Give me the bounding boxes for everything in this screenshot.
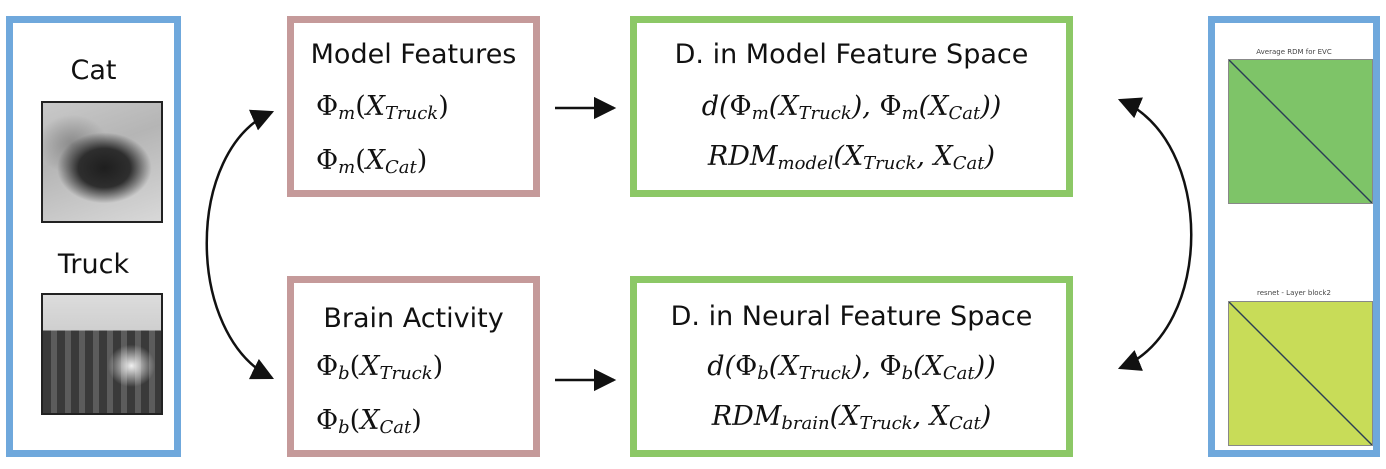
rdm-bottom-diagonal [1228, 301, 1373, 446]
model-features-box: Model Features Φm(XTruck) Φm(XCat) [287, 16, 540, 197]
brain-activity-title: Brain Activity [323, 303, 504, 334]
neural-space-title: D. in Neural Feature Space [670, 301, 1033, 332]
neural-distance-expr: d(Φb(XTruck), Φb(XCat)) [707, 351, 996, 384]
model-space-title: D. in Model Feature Space [674, 39, 1029, 70]
brain-feature-cat: Φb(XCat) [316, 405, 422, 438]
rdm-top-diagonal [1228, 59, 1373, 204]
rdm-panel: Average RDM for EVC resnet - Layer block… [1208, 16, 1380, 457]
cat-label: Cat [70, 55, 117, 86]
stimuli-panel: Cat Truck [6, 16, 181, 457]
rdm-comparison-arrow [1117, 97, 1193, 371]
model-distance-expr: d(Φm(XTruck), Φm(XCat)) [701, 91, 1002, 124]
model-features-title: Model Features [310, 39, 517, 70]
truck-image [41, 293, 163, 415]
model-feature-truck: Φm(XTruck) [316, 91, 449, 124]
model-feature-cat: Φm(XCat) [316, 145, 428, 178]
brain-feature-truck: Φb(XTruck) [316, 351, 444, 384]
stimuli-to-features-arrow [205, 109, 275, 380]
rdm-top-title: Average RDM for EVC [1256, 48, 1332, 56]
neural-space-box: D. in Neural Feature Space d(Φb(XTruck),… [630, 276, 1073, 457]
rdm-bottom-title: resnet - Layer block2 [1257, 289, 1331, 297]
truck-label: Truck [57, 249, 130, 280]
rdm-top-matrix [1228, 59, 1373, 204]
cat-image [41, 101, 163, 223]
neural-rdm-expr: RDMbrain(XTruck, XCat) [711, 401, 992, 434]
model-space-box: D. in Model Feature Space d(Φm(XTruck), … [630, 16, 1073, 197]
rdm-bottom-matrix [1228, 301, 1373, 446]
brain-activity-box: Brain Activity Φb(XTruck) Φb(XCat) [287, 276, 540, 457]
model-rdm-expr: RDMmodel(XTruck, XCat) [707, 141, 996, 174]
